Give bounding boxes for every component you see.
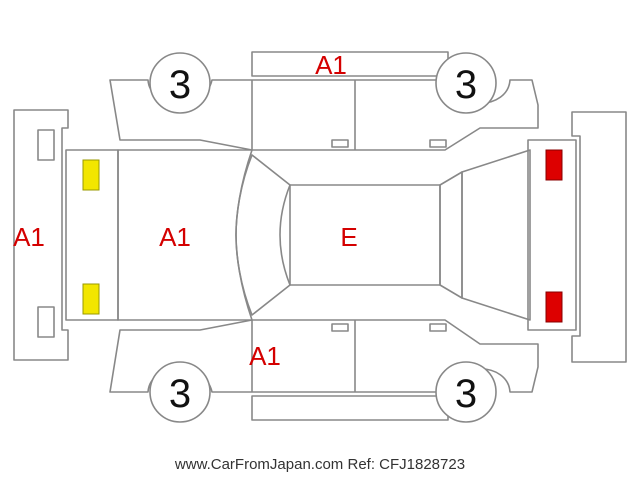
- taillight-bottom: [545, 291, 563, 323]
- roof-code: E: [340, 222, 357, 252]
- front-bumper-code: A1: [13, 222, 45, 252]
- headlight-top: [82, 159, 100, 191]
- wheel-front-top: [149, 52, 211, 114]
- bottom-front-handle: [331, 323, 349, 332]
- top-front-handle: [331, 139, 349, 148]
- front-bumper-slot-bottom: [37, 306, 55, 338]
- wheel-front-bottom: [149, 361, 211, 423]
- rear-window: [439, 171, 463, 299]
- top-roof-rail: [251, 51, 449, 77]
- bottom-sill: [251, 395, 449, 421]
- rear-bumper: [571, 111, 627, 363]
- roof-panel: [289, 184, 441, 286]
- footer-site: www.CarFromJapan.com: [174, 456, 344, 473]
- bottom-rear-handle: [429, 323, 447, 332]
- headlight-bottom: [82, 283, 100, 315]
- door-bottom-code: A1: [249, 341, 281, 371]
- hood-code: A1: [159, 222, 191, 252]
- footer-ref: Ref: CFJ1828723: [347, 456, 466, 473]
- top-rear-handle: [429, 139, 447, 148]
- wheel-rear-top-grade: 3: [455, 63, 477, 107]
- roof-top-code: A1: [315, 50, 347, 80]
- wheel-rear-top: [435, 52, 497, 114]
- rear-lamp-strip: [527, 139, 577, 331]
- wheel-rear-bottom-grade: 3: [455, 372, 477, 416]
- rear-deck: [461, 149, 531, 321]
- footer-reference: www.CarFromJapan.com Ref: CFJ1828723: [0, 456, 640, 473]
- front-bumper-slot-top: [37, 129, 55, 161]
- windshield: [235, 154, 291, 316]
- front-bumper: [13, 109, 69, 361]
- wheel-front-top-grade: 3: [169, 63, 191, 107]
- wheel-rear-bottom: [435, 361, 497, 423]
- taillight-top: [545, 149, 563, 181]
- wheel-front-bottom-grade: 3: [169, 372, 191, 416]
